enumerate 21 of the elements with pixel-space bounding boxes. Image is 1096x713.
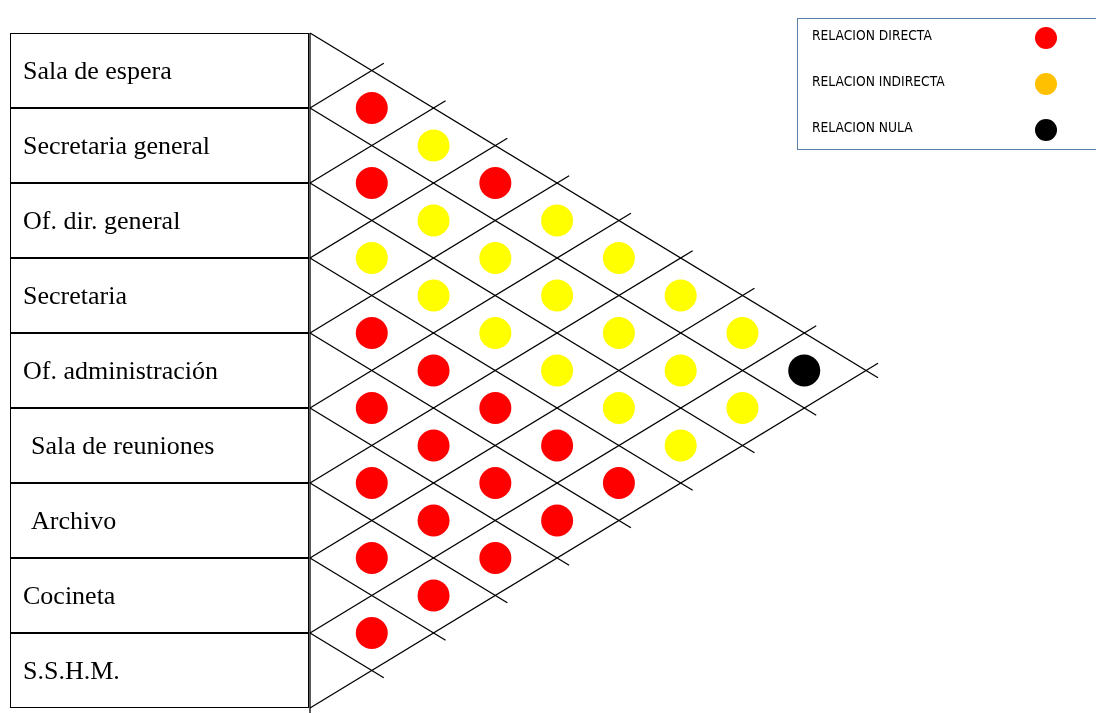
room-name: Sala de reuniones	[30, 430, 215, 461]
room-box	[10, 33, 309, 108]
room-name: Cocineta	[22, 580, 116, 611]
room-name: S.S.H.M.	[22, 655, 120, 686]
legend-label: RELACION DIRECTA	[812, 27, 932, 43]
room-box	[10, 258, 309, 333]
room-name: Of. administración	[22, 355, 218, 386]
room-name: Archivo	[30, 505, 117, 536]
legend-label: RELACION NULA	[812, 119, 913, 135]
room-name: Of. dir. general	[22, 205, 181, 236]
room-box	[10, 108, 309, 183]
room-box	[10, 333, 309, 408]
room-name: Secretaria	[22, 280, 127, 311]
room-box	[10, 408, 309, 483]
room-box	[10, 633, 309, 708]
room-name: Secretaria general	[22, 130, 210, 161]
room-box	[10, 558, 309, 633]
legend-label: RELACION INDIRECTA	[812, 73, 945, 89]
room-name: Sala de espera	[22, 55, 172, 86]
room-box	[10, 183, 309, 258]
room-box	[10, 483, 309, 558]
